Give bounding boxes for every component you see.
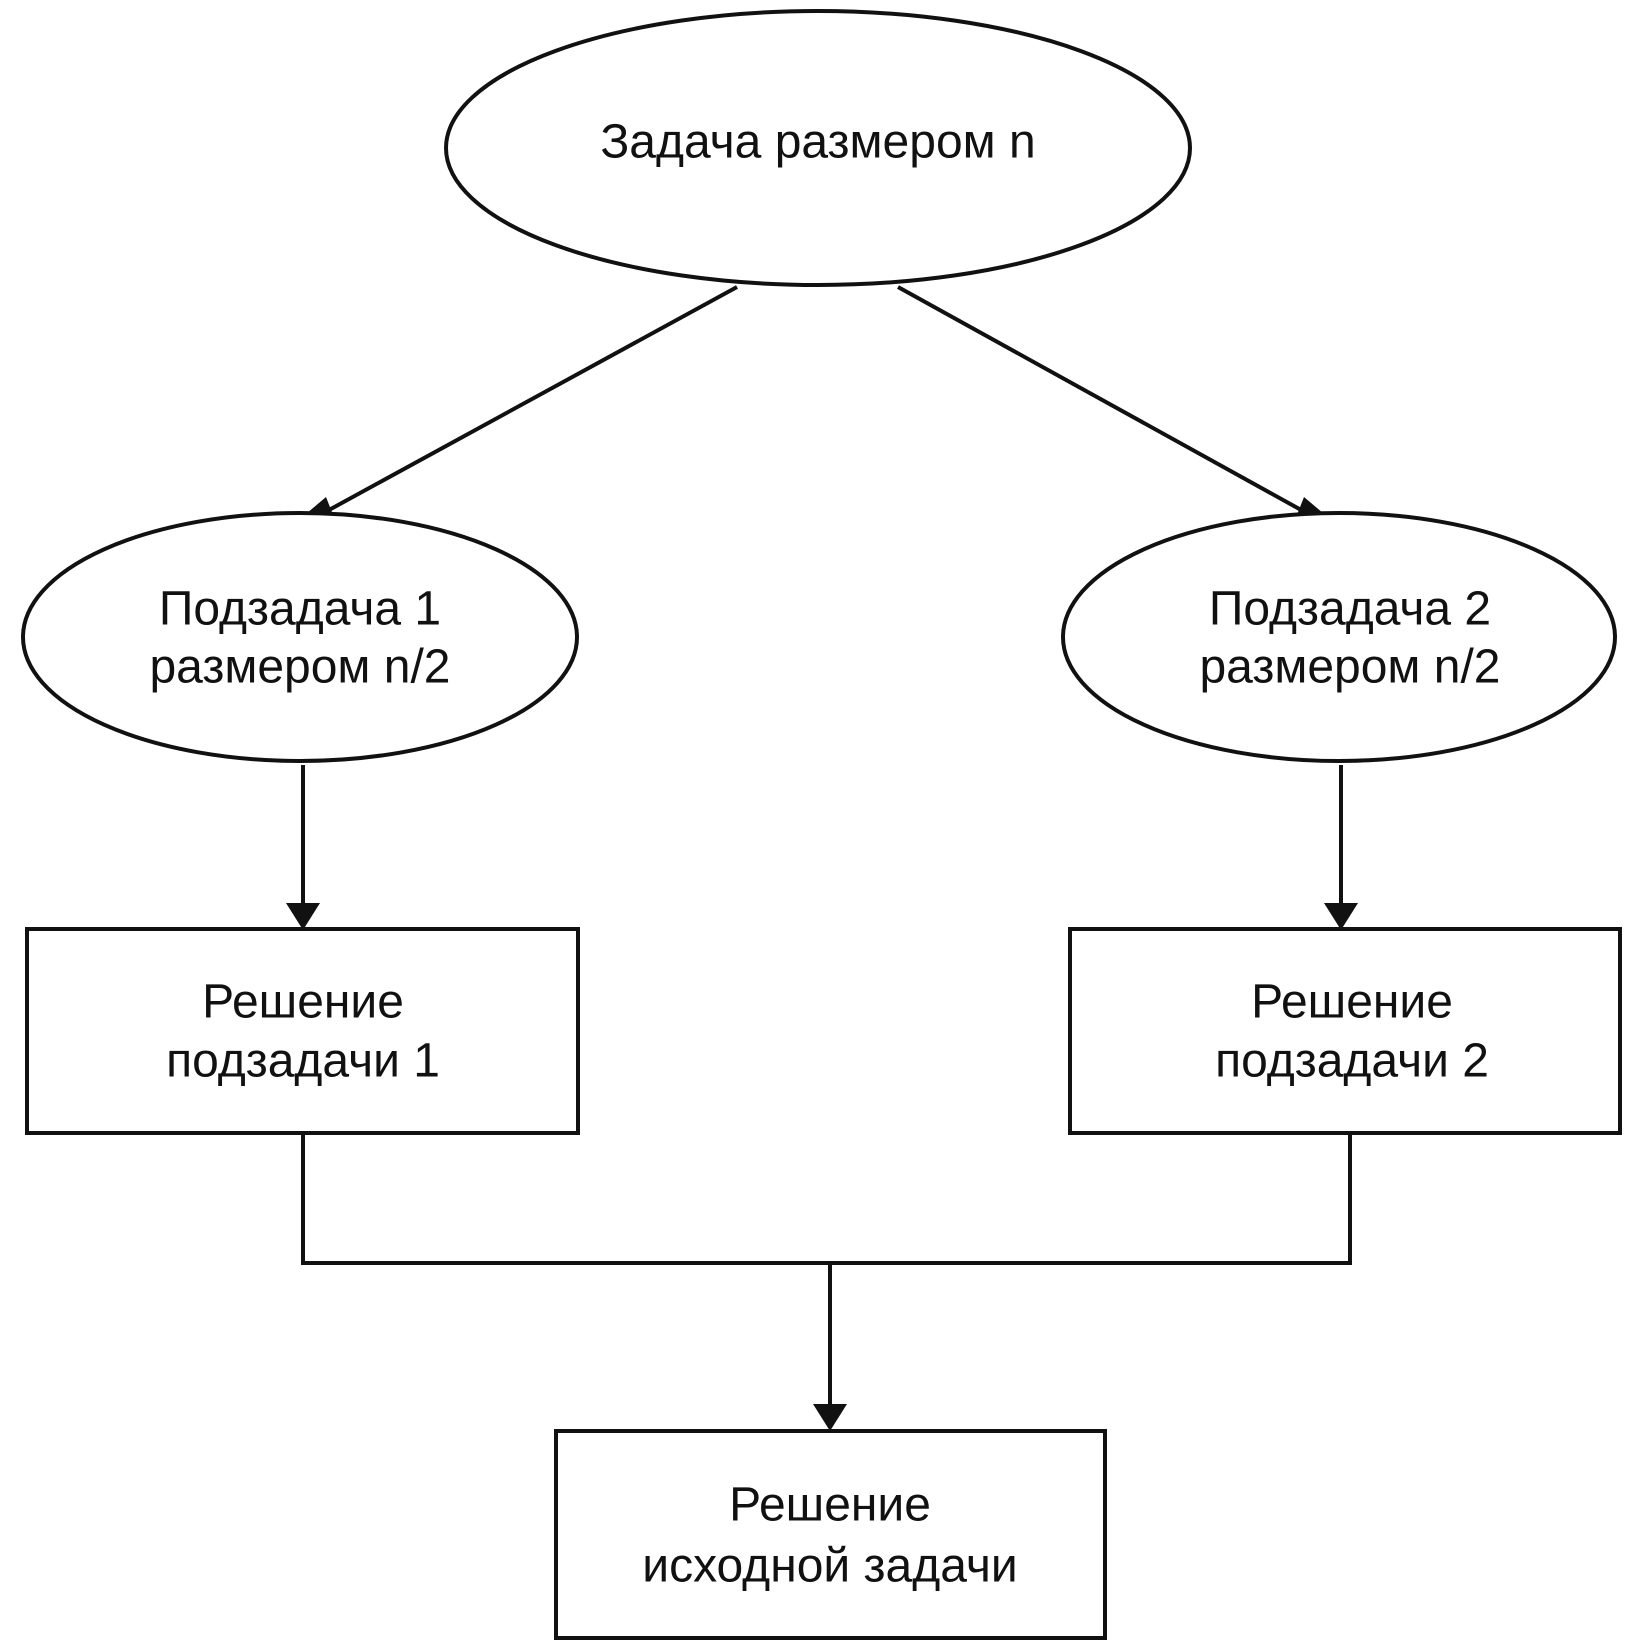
edge-sub1-to-sol1 [286, 765, 320, 930]
node-solution-1: Решение подзадачи 1 [25, 927, 580, 1135]
ellipse-shape [1061, 511, 1617, 763]
node-subtask-1: Подзадача 1 размером n/2 [21, 511, 579, 763]
edge-merge-to-final [301, 1133, 1352, 1431]
edges [286, 285, 1358, 1431]
edge-root-to-sub1 [300, 285, 738, 520]
node-label-line: Подзадача 1 [159, 583, 441, 636]
node-root: Задача размером n [444, 9, 1192, 287]
node-label-line: размером n/2 [149, 641, 450, 694]
node-label-line: подзадачи 1 [166, 1035, 440, 1088]
node-label-line: Задача размером n [600, 116, 1035, 169]
node-label-line: Решение [729, 1479, 931, 1532]
rectangle-shape [554, 1429, 1107, 1640]
node-label-line: Решение [1251, 976, 1453, 1029]
rectangle-shape [25, 927, 580, 1135]
rectangle-shape [1068, 927, 1622, 1135]
node-solution-2: Решение подзадачи 2 [1068, 927, 1622, 1135]
node-label-line: Подзадача 2 [1209, 583, 1491, 636]
node-final-solution: Решение исходной задачи [554, 1429, 1107, 1640]
node-label-line: подзадачи 2 [1215, 1035, 1489, 1088]
edge-sub2-to-sol2 [1324, 765, 1358, 930]
ellipse-shape [21, 511, 579, 763]
node-subtask-2: Подзадача 2 размером n/2 [1061, 511, 1617, 763]
node-label-line: Решение [202, 976, 404, 1029]
node-label-line: исходной задачи [642, 1540, 1017, 1593]
edge-root-to-sub2 [897, 285, 1330, 520]
ellipse-shape [444, 9, 1192, 287]
node-label-line: размером n/2 [1199, 641, 1500, 694]
